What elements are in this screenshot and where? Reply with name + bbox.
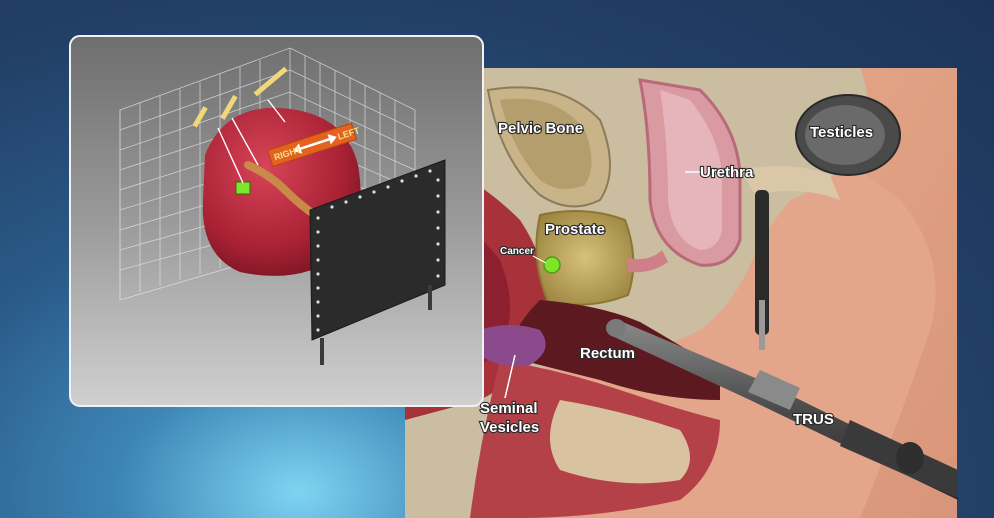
label-cancer: Cancer [500, 246, 534, 257]
label-trus: TRUS [793, 411, 834, 428]
inset-cancer-marker [236, 182, 250, 194]
prostate-3d-model-inset: RIGHT LEFT [70, 36, 483, 406]
label-urethra: Urethra [700, 164, 754, 181]
label-testicles: Testicles [810, 124, 873, 141]
label-pelvic-bone: Pelvic Bone [498, 120, 583, 137]
label-seminal-vesicles-2: Vesicles [480, 419, 539, 436]
label-rectum: Rectum [580, 345, 635, 362]
label-prostate: Prostate [545, 221, 605, 238]
cancer-marker [544, 257, 560, 273]
anatomy-illustration [405, 68, 958, 518]
label-seminal-vesicles-1: Seminal [480, 400, 538, 417]
